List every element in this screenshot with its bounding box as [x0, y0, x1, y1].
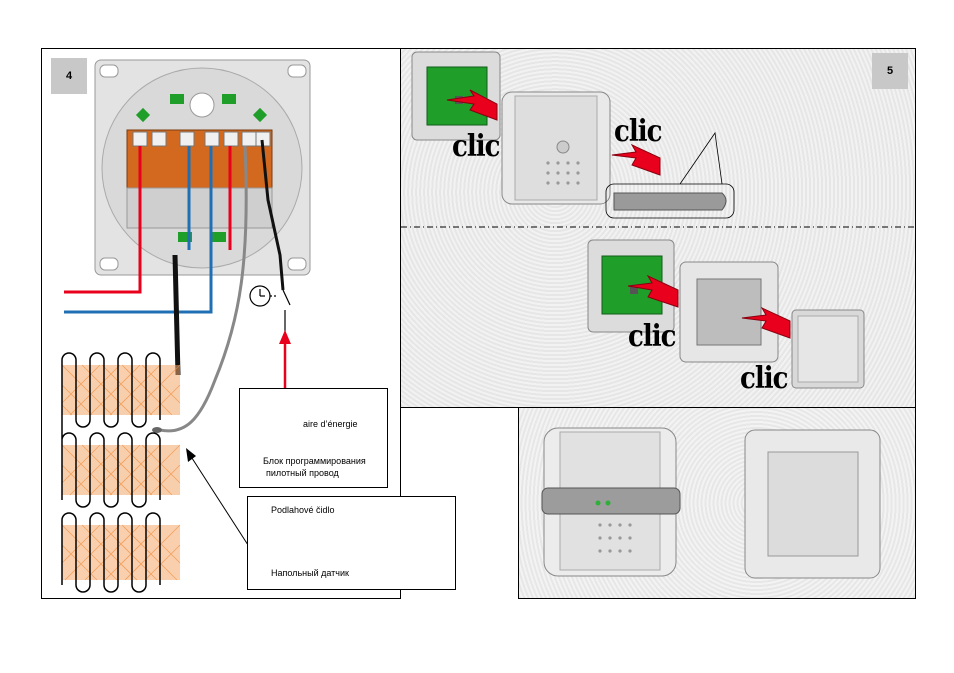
- clic-label-2: clic: [614, 114, 662, 150]
- blank-cover: [791, 309, 865, 389]
- heating-cable: [172, 254, 181, 376]
- energy-label-ru-1: Блок программирования: [263, 456, 366, 466]
- live-wire: [64, 146, 142, 294]
- energy-label-fr: aire d’énergie: [303, 419, 358, 429]
- clic-label-1: clic: [452, 129, 500, 165]
- sensor-label-cz: Podlahové čidlo: [271, 505, 335, 515]
- clic-label-4: clic: [740, 361, 788, 397]
- thermostat-plate: [94, 59, 311, 276]
- pilot-wire: [260, 139, 285, 291]
- finished-thermostat: [541, 427, 681, 577]
- sensor-label-ru: Напольный датчик: [271, 568, 349, 578]
- energy-callout: aire d’énergie Блок программирования пил…: [239, 388, 388, 488]
- heating-mat: [61, 352, 181, 593]
- neutral-wire: [64, 146, 213, 314]
- energy-label-ru-2: пилотный провод: [266, 468, 339, 478]
- module-top: [411, 51, 501, 141]
- sensor-callout: Podlahové čidlo Напольный датчик: [247, 496, 456, 590]
- thermostat-cover: [501, 91, 611, 205]
- mounting-frame: [679, 261, 779, 363]
- step-badge-4: 4: [51, 58, 87, 94]
- sensor-wire: [159, 145, 248, 433]
- cover-band: [605, 131, 735, 219]
- clic-label-3: clic: [628, 319, 676, 355]
- finished-blank-plate: [744, 429, 881, 579]
- step-badge-5: 5: [872, 53, 908, 89]
